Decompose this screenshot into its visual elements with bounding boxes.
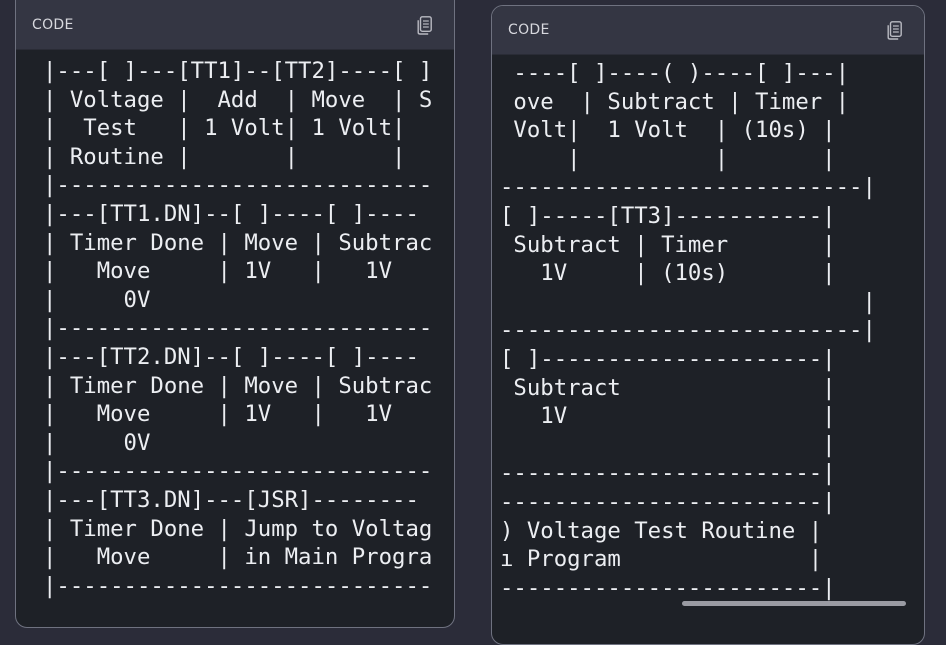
code-content-area[interactable]: ----[ ]----( )----[ ]---| ove | Subtract… bbox=[492, 55, 924, 644]
horizontal-scrollbar[interactable] bbox=[682, 601, 906, 606]
code-text: ----[ ]----( )----[ ]---| ove | Subtract… bbox=[500, 60, 876, 601]
code-block-right: CODE ----[ ]----( )----[ ]---| ove | Sub… bbox=[491, 5, 925, 645]
code-block-header: CODE bbox=[492, 6, 924, 55]
code-block-left: CODE |---[ ]---[TT1]--[TT2]----[ ] | Vol… bbox=[15, 0, 455, 628]
code-text: |---[ ]---[TT1]--[TT2]----[ ] | Voltage … bbox=[43, 58, 433, 599]
code-content-area[interactable]: |---[ ]---[TT1]--[TT2]----[ ] | Voltage … bbox=[16, 50, 454, 627]
code-block-header: CODE bbox=[16, 0, 454, 50]
code-language-label: CODE bbox=[508, 22, 550, 38]
code-language-label: CODE bbox=[32, 17, 74, 33]
copy-icon[interactable] bbox=[416, 15, 432, 35]
copy-icon[interactable] bbox=[886, 20, 902, 40]
